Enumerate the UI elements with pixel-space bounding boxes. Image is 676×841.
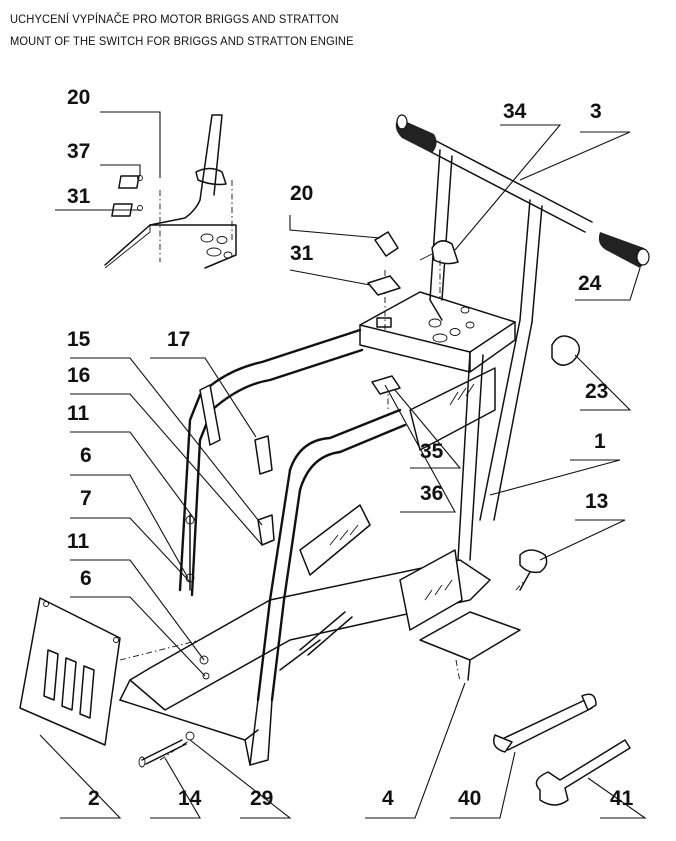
- part-labels: 20 37 31 20 31 34 3 24 15 17 16 11 6 7 1…: [67, 86, 634, 810]
- label-36: 36: [420, 482, 443, 505]
- label-3: 3: [590, 100, 602, 123]
- label-11-lower: 11: [67, 530, 90, 553]
- label-14: 14: [178, 787, 202, 810]
- title-english: MOUNT OF THE SWITCH FOR BRIGGS AND STRAT…: [10, 34, 354, 48]
- label-34: 34: [503, 100, 527, 123]
- label-6-upper: 6: [80, 444, 92, 467]
- inset-switch-mount-drawing: [104, 114, 237, 269]
- label-31: 31: [290, 242, 314, 265]
- label-1: 1: [594, 430, 606, 453]
- label-6-lower: 6: [80, 567, 92, 590]
- leader-lines: [39, 111, 647, 819]
- label-29: 29: [250, 787, 273, 810]
- label-23: 23: [585, 380, 608, 403]
- label-37: 37: [67, 140, 90, 163]
- label-35: 35: [420, 440, 444, 463]
- label-7: 7: [80, 487, 92, 510]
- label-31-inset: 31: [67, 185, 91, 208]
- label-2: 2: [88, 787, 100, 810]
- title-czech: UCHYCENÍ VYPÍNAČE PRO MOTOR BRIGGS AND S…: [10, 12, 339, 26]
- label-16: 16: [67, 364, 90, 387]
- label-13: 13: [585, 490, 608, 513]
- label-11-upper: 11: [67, 402, 90, 425]
- main-frame-drawing: [119, 260, 526, 766]
- handle-bar-drawing: [395, 114, 650, 521]
- label-20: 20: [290, 182, 313, 205]
- label-24: 24: [578, 272, 602, 295]
- label-17: 17: [167, 328, 190, 351]
- label-40: 40: [458, 787, 481, 810]
- label-4: 4: [382, 787, 394, 810]
- small-parts-drawing: [19, 231, 631, 806]
- label-41: 41: [610, 787, 634, 810]
- label-15: 15: [67, 328, 91, 351]
- label-20-inset: 20: [67, 86, 90, 109]
